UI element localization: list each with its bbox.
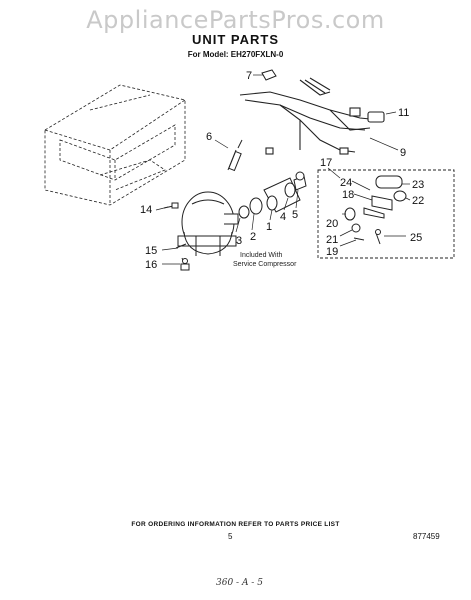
callout-5: 5 xyxy=(292,209,298,221)
callout-18: 18 xyxy=(342,189,354,201)
callout-24: 24 xyxy=(340,177,352,189)
callout-6: 6 xyxy=(206,131,212,143)
callout-23: 23 xyxy=(412,179,424,191)
wiring-harness xyxy=(239,77,385,155)
callout-7: 7 xyxy=(246,70,252,82)
ordering-info: FOR ORDERING INFORMATION REFER TO PARTS … xyxy=(131,521,340,528)
page-number: 5 xyxy=(228,532,233,541)
callout-22: 22 xyxy=(412,195,424,207)
watermark: AppliancePartsPros.com xyxy=(86,6,385,34)
callout-25: 25 xyxy=(410,232,422,244)
callout-20: 20 xyxy=(326,218,338,230)
callout-16: 16 xyxy=(145,259,157,271)
cabinet-outline xyxy=(44,84,186,206)
page-title: UNIT PARTS xyxy=(191,32,280,47)
callout-1: 1 xyxy=(266,221,272,233)
callout-21: 21 xyxy=(326,234,338,246)
document-number: 877459 xyxy=(413,532,440,541)
handwritten-note: 360 - A - 5 xyxy=(216,578,263,588)
callout-11: 11 xyxy=(398,107,409,119)
kit-parts xyxy=(344,175,407,245)
model-line: For Model: EH270FXLN-0 xyxy=(187,50,284,59)
mounting-hardware xyxy=(175,243,190,271)
compressor-note-line2: Service Compressor xyxy=(233,261,297,268)
start-device-kit-box xyxy=(317,169,455,259)
callout-19: 19 xyxy=(326,246,338,258)
callout-9: 9 xyxy=(400,147,406,159)
compressor-note-line1: Included With xyxy=(240,252,283,259)
callout-2: 2 xyxy=(250,231,256,243)
compressor xyxy=(177,191,239,256)
callout-14: 14 xyxy=(140,204,152,216)
callout-17: 17 xyxy=(320,157,332,169)
relay-overload-parts xyxy=(238,171,307,219)
leader-lines xyxy=(155,74,411,265)
part-7-clip xyxy=(261,69,277,81)
callout-3: 3 xyxy=(236,235,242,247)
part-6-tube xyxy=(227,139,243,172)
callout-15: 15 xyxy=(145,245,157,257)
callout-4: 4 xyxy=(280,211,286,223)
